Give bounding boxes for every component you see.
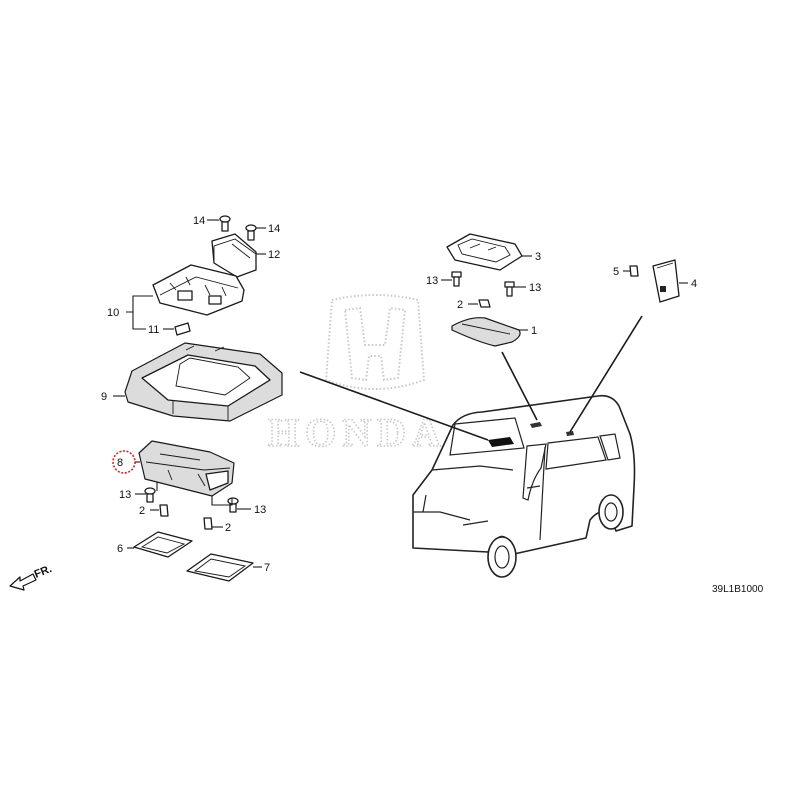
part-6-lens-left — [133, 531, 193, 558]
callout-10: 10 — [107, 307, 119, 319]
diagram-code: 39L1B1000 — [712, 584, 764, 595]
callout-13-top-right: 13 — [529, 282, 541, 294]
watermark-text: HONDA — [268, 410, 447, 455]
part-12-control-unit — [211, 233, 257, 278]
front-map-light-location — [488, 437, 514, 447]
callout-6: 6 — [117, 543, 123, 555]
honda-watermark-logo: HONDA — [267, 294, 447, 456]
part-13-screw-bottom-right — [227, 497, 239, 513]
callout-9: 9 — [101, 391, 107, 403]
front-direction-arrow: FR. — [9, 563, 54, 591]
center-room-light-location — [530, 422, 542, 428]
callout-12: 12 — [268, 249, 280, 261]
callout-7: 7 — [264, 562, 270, 574]
callout-4: 4 — [691, 278, 697, 290]
callout-11: 11 — [148, 324, 159, 336]
part-14-screw-left — [219, 215, 231, 232]
part-1-lens — [451, 317, 521, 347]
part-14-screw-right — [245, 224, 257, 241]
callout-13-bottom-left: 13 — [119, 489, 131, 501]
pointer-line-front-light — [299, 371, 489, 441]
callout-5: 5 — [613, 266, 619, 278]
part-13-screw-bottom-left — [144, 487, 156, 503]
part-7-lens-right — [186, 553, 254, 582]
part-2-bulb-top — [478, 299, 491, 308]
part-13-screw-top-left — [451, 271, 462, 287]
direction-label: FR. — [33, 563, 54, 581]
callout-2-top: 2 — [457, 299, 463, 311]
part-10-bracket — [152, 264, 245, 316]
part-9-base — [124, 342, 283, 422]
callout-8: 8 — [117, 457, 123, 469]
part-11-clip — [174, 322, 191, 336]
rear-room-light-location — [566, 431, 574, 436]
part-8-map-light-assembly — [138, 440, 235, 497]
pointer-line-rear-light — [569, 315, 643, 433]
part-2-bulb-left — [159, 504, 169, 517]
callout-1: 1 — [531, 325, 537, 337]
part-2-bulb-right — [203, 517, 213, 530]
callout-2-right: 2 — [225, 522, 231, 534]
vehicle-outline — [412, 394, 636, 578]
pointer-line-center-light — [501, 351, 538, 421]
part-5-bulb — [629, 265, 639, 277]
part-4-room-light — [652, 259, 680, 303]
part-13-screw-top-right — [504, 281, 515, 297]
callout-13-top-left: 13 — [426, 275, 438, 287]
callout-2-left: 2 — [139, 505, 145, 517]
callout-14-left: 14 — [193, 215, 205, 227]
callout-3: 3 — [535, 251, 541, 263]
callout-14-right: 14 — [268, 223, 280, 235]
callout-13-bottom-right: 13 — [254, 504, 266, 516]
part-3-housing — [446, 233, 523, 271]
